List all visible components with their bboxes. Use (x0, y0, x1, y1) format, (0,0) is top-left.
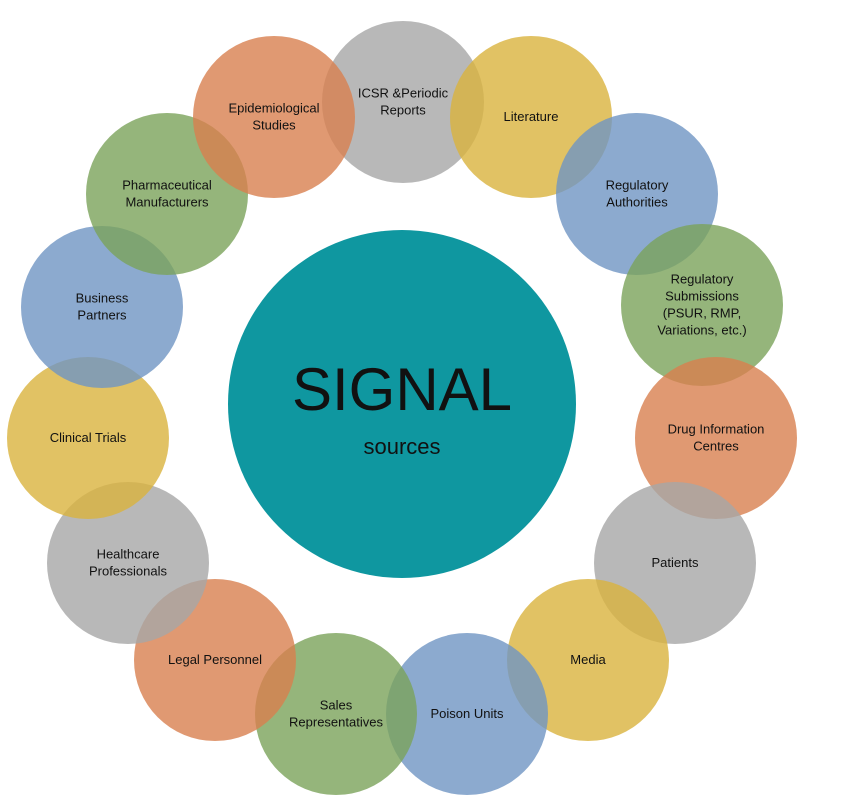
node-label: Literature (504, 109, 559, 124)
center-title: SIGNAL (292, 356, 512, 423)
node-label: Pharmaceutical (122, 178, 212, 193)
node-circle (47, 482, 209, 644)
node-label: Epidemiological (228, 101, 319, 116)
node-media: Media (507, 579, 669, 741)
node-clinical-trials: Clinical Trials (7, 357, 169, 519)
node-label: Variations, etc.) (657, 323, 746, 338)
node-label: Clinical Trials (50, 430, 127, 445)
node-label: Patients (652, 555, 699, 570)
node-label: Submissions (665, 289, 739, 304)
node-circle (386, 633, 548, 795)
node-circle (322, 21, 484, 183)
node-label: Centres (693, 439, 739, 454)
node-circle (635, 357, 797, 519)
center-subtitle: sources (363, 434, 440, 459)
node-circle (621, 224, 783, 386)
node-label: ICSR &Periodic (358, 86, 449, 101)
node-label: Authorities (606, 195, 668, 210)
node-circle (255, 633, 417, 795)
node-label: Media (570, 652, 606, 667)
node-label: Representatives (289, 715, 383, 730)
node-label: Healthcare (97, 547, 160, 562)
node-label: Business (76, 291, 129, 306)
node-label: Reports (380, 103, 426, 118)
node-label: Partners (77, 308, 127, 323)
center-hub: SIGNAL sources (228, 230, 576, 578)
node-label: Sales (320, 698, 353, 713)
node-label: Drug Information (668, 422, 765, 437)
node-circle (193, 36, 355, 198)
center-circle (228, 230, 576, 578)
node-label: Legal Personnel (168, 652, 262, 667)
node-label: Poison Units (431, 706, 504, 721)
node-poison-units: Poison Units (386, 633, 548, 795)
node-label: Regulatory (671, 272, 734, 287)
node-circle (507, 579, 669, 741)
node-label: Manufacturers (125, 195, 209, 210)
node-label: Studies (252, 118, 296, 133)
node-circle (7, 357, 169, 519)
node-label: Professionals (89, 564, 168, 579)
node-label: Regulatory (606, 178, 669, 193)
node-label: (PSUR, RMP, (663, 306, 742, 321)
